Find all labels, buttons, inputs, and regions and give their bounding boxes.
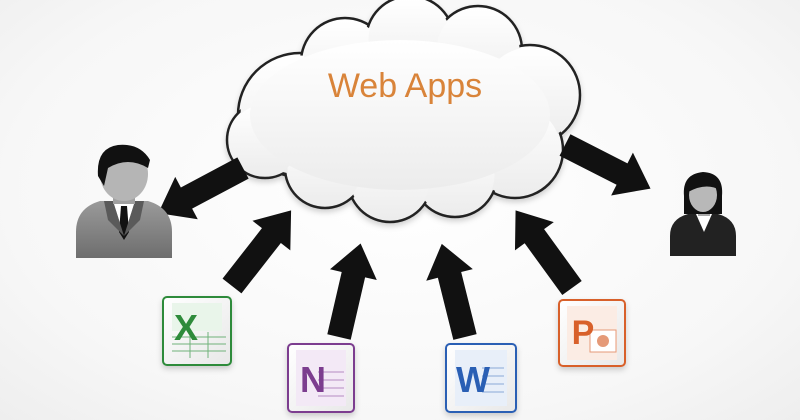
excel-letter: X: [174, 307, 198, 348]
excel-icon: X: [162, 296, 232, 366]
powerpoint-icon: P: [558, 299, 626, 367]
businesswoman-icon: [670, 172, 736, 256]
arrow-from-onenote: [327, 243, 377, 340]
word-letter: W: [456, 359, 490, 400]
arrow-to-businesswoman: [559, 134, 651, 196]
word-icon: W: [445, 343, 517, 413]
arrow-from-excel: [222, 210, 292, 294]
onenote-letter: N: [300, 359, 326, 400]
arrow-from-word: [426, 243, 477, 340]
businessman-icon: [76, 144, 172, 258]
cloud-shape: [225, 0, 582, 224]
cloud-label: Web Apps: [328, 67, 482, 105]
arrow-to-businessman: [158, 157, 249, 220]
onenote-icon: N: [287, 343, 355, 413]
arrow-from-powerpoint: [514, 210, 582, 296]
powerpoint-letter: P: [572, 314, 595, 352]
arrows: [158, 134, 651, 340]
